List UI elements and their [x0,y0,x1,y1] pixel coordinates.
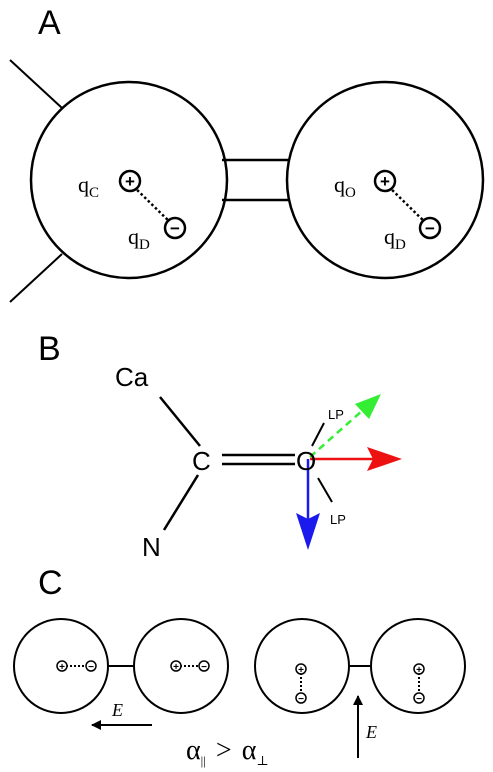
perpendicular-left-plus-glyph: + [298,665,304,676]
perpendicular-left-minus [295,692,307,704]
right-charge-label: qO [334,172,356,201]
atom-ca-label: Ca [115,362,149,392]
perpendicular-right-plus-glyph: + [416,665,422,676]
lone-pair-top-label: LP [328,407,344,422]
perpendicular-field-label: E [365,722,377,742]
right-minus-glyph: − [425,219,435,238]
red-field-arrow-head [367,447,402,471]
bond-lower-left [9,253,63,303]
parallel-left-plus-glyph: + [59,662,65,673]
polarizability-relation: α||>α⊥ [186,735,269,768]
panel-c-perpendicular-molecule: + − + − E [254,618,466,758]
atom-n-label: N [142,532,161,562]
lone-pair-bottom-label: LP [330,512,346,527]
parallel-left-plus [56,660,68,672]
right-plus-glyph: + [380,172,390,191]
parallel-left-minus [85,660,97,672]
right-plus-charge [373,169,397,193]
perpendicular-right-minus [413,692,425,704]
left-plus-glyph: + [125,172,135,191]
parallel-right-minus-glyph: − [201,662,207,673]
blue-field-arrow-head [296,513,320,550]
perpendicular-left-plus [295,663,307,675]
left-minus-charge [163,216,187,240]
parallel-left-minus-glyph: − [88,662,94,673]
parallel-right-plus-glyph: + [173,662,179,673]
bond-c-n [162,474,200,531]
panel-b-structure: Ca C O N LP LP [115,362,402,562]
lone-pair-upper-line [311,422,325,447]
panel-a-label: A [38,4,61,42]
right-dipole-label: qD [384,224,406,253]
perpendicular-right-plus [413,663,425,675]
left-plus-charge [118,169,142,193]
parallel-right-minus [198,660,210,672]
right-minus-charge [418,216,442,240]
left-dipole-label: qD [128,224,150,253]
oxygen-atom-sphere [285,80,485,280]
left-charge-label: qC [78,172,99,201]
panel-b-label: B [38,330,61,368]
left-minus-glyph: − [170,219,180,238]
atom-c-label: C [192,446,211,476]
lone-pair-lower-line [317,477,333,503]
atom-o-label: O [296,446,316,476]
panel-c-parallel-molecule: + − + − E [13,618,229,730]
panel-c-label: C [38,564,63,602]
bond-ca-c [159,396,201,447]
panel-a-molecule: + − qC qD + − qO qD [9,59,485,303]
parallel-field-label: E [111,700,123,720]
parallel-right-plus [170,660,182,672]
green-dipole-arrow-head [355,394,381,419]
perpendicular-left-minus-glyph: − [298,694,304,705]
perpendicular-right-minus-glyph: − [416,694,422,705]
bond-upper-left [9,59,63,109]
carbon-atom-sphere [29,80,229,280]
